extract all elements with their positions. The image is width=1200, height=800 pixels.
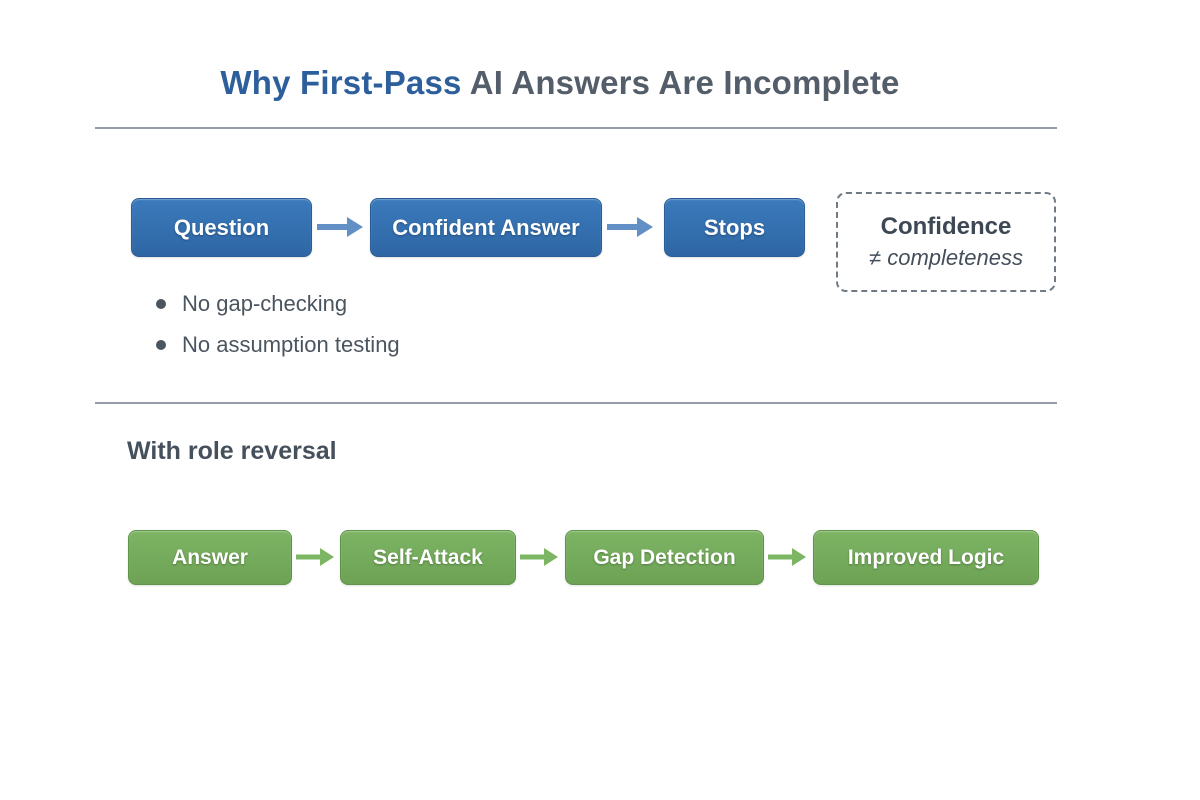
- flow-box-self-attack: Self-Attack: [340, 530, 516, 585]
- flow-box-answer: Answer: [128, 530, 292, 585]
- arrow-right-icon: [296, 545, 334, 574]
- confidence-note-line2: ≠ completeness: [869, 245, 1023, 270]
- flow-box-improved-logic-label: Improved Logic: [847, 545, 1005, 569]
- flow-box-confident-answer: Confident Answer: [370, 198, 602, 257]
- flow-box-stops-label: Stops: [703, 214, 766, 240]
- flow-box-answer-label: Answer: [172, 545, 248, 569]
- bullet-text: No gap-checking: [182, 291, 348, 316]
- flow-box-gap-detection-label: Gap Detection: [593, 545, 736, 569]
- confidence-note-box: Confidence ≠ completeness: [836, 192, 1056, 292]
- flow-box-gap-detection: Gap Detection: [565, 530, 764, 585]
- flow-box-stops: Stops: [664, 198, 805, 257]
- arrow-right-icon: [317, 215, 363, 244]
- bullet-text: No assumption testing: [182, 332, 400, 357]
- flow-box-improved-logic: Improved Logic: [813, 530, 1039, 585]
- bullet-item: No assumption testing: [156, 332, 400, 358]
- flow-box-question: Question: [131, 198, 312, 257]
- arrow-right-icon: [607, 215, 653, 244]
- confidence-note-line1: Confidence: [880, 213, 1012, 240]
- section-divider: [95, 402, 1057, 404]
- flow-box-confident-answer-label: Confident Answer: [392, 214, 580, 240]
- page-title-rest: AI Answers Are Incomplete: [461, 64, 900, 101]
- page-title: Why First-Pass AI Answers Are Incomplete: [0, 64, 1120, 102]
- title-divider: [95, 127, 1057, 129]
- section-heading: With role reversal: [127, 437, 337, 465]
- page-title-highlight: Why First-Pass: [220, 64, 462, 101]
- flow-box-question-label: Question: [173, 214, 270, 240]
- flow-box-self-attack-label: Self-Attack: [373, 545, 483, 569]
- arrow-right-icon: [768, 545, 806, 574]
- bullet-dot-icon: [156, 299, 166, 309]
- bullet-dot-icon: [156, 340, 166, 350]
- bullet-item: No gap-checking: [156, 291, 347, 317]
- arrow-right-icon: [520, 545, 558, 574]
